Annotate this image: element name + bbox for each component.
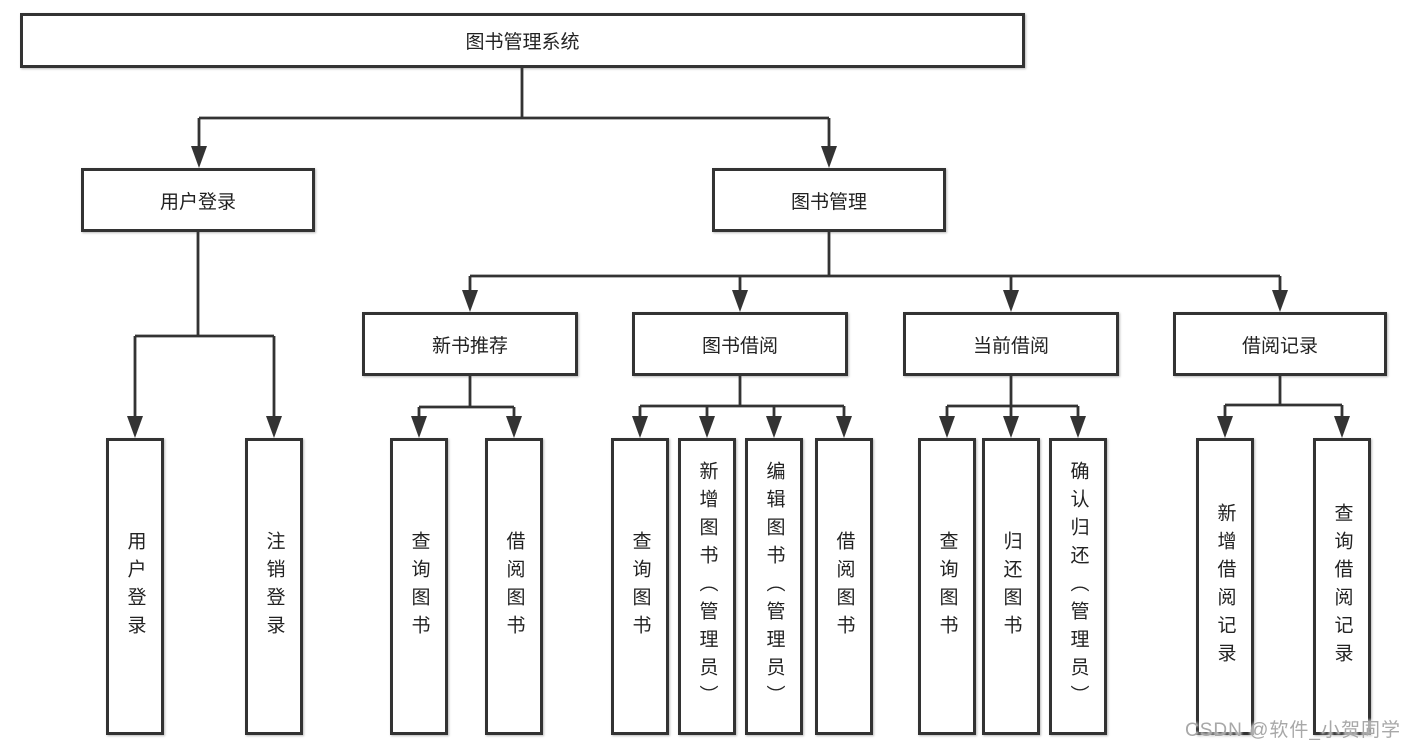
leaf-label: 借阅图书: [833, 530, 855, 643]
node-library-management-system: 图书管理系统: [20, 13, 1025, 68]
node-new-book-recommend: 新书推荐: [362, 312, 578, 376]
leaf-query-books-borrow: 查询图书: [611, 438, 669, 735]
node-label: 图书借阅: [701, 335, 778, 357]
leaf-user-login: 用户登录: [106, 438, 164, 735]
arrowheads: [127, 146, 1350, 438]
leaf-label: 注销登录: [263, 530, 285, 643]
leaf-label: 编辑图书（管理员）: [763, 460, 785, 713]
leaf-query-books-recommend: 查询图书: [390, 438, 448, 735]
node-user-login: 用户登录: [81, 168, 315, 232]
leaf-label: 借阅图书: [503, 530, 525, 643]
leaf-label: 查询借阅记录: [1331, 502, 1353, 671]
node-label: 当前借阅: [972, 335, 1049, 357]
leaf-label: 归还图书: [1000, 530, 1022, 643]
leaf-confirm-return-admin: 确认归还（管理员）: [1049, 438, 1107, 735]
leaf-query-books-current: 查询图书: [918, 438, 976, 735]
csdn-watermark: CSDN @软件_小贺同学: [1185, 720, 1401, 741]
node-label: 图书管理系统: [465, 32, 580, 53]
leaf-add-books-admin: 新增图书（管理员）: [678, 438, 736, 735]
node-borrowing-records: 借阅记录: [1173, 312, 1387, 376]
leaf-add-borrow-record: 新增借阅记录: [1196, 438, 1254, 735]
node-label: 用户登录: [159, 191, 236, 213]
leaf-borrow-books: 借阅图书: [815, 438, 873, 735]
node-label: 借阅记录: [1241, 335, 1318, 357]
leaf-return-books: 归还图书: [982, 438, 1040, 735]
leaf-borrow-books-recommend: 借阅图书: [485, 438, 543, 735]
leaf-query-borrow-record: 查询借阅记录: [1313, 438, 1371, 735]
leaf-label: 新增借阅记录: [1214, 502, 1236, 671]
leaf-logout: 注销登录: [245, 438, 303, 735]
leaf-label: 查询图书: [629, 530, 651, 643]
leaf-edit-books-admin: 编辑图书（管理员）: [745, 438, 803, 735]
leaf-label: 新增图书（管理员）: [696, 460, 718, 713]
node-label: 图书管理: [790, 191, 867, 213]
leaf-label: 用户登录: [124, 530, 146, 643]
node-book-management: 图书管理: [712, 168, 946, 232]
leaf-label: 查询图书: [408, 530, 430, 643]
node-label: 新书推荐: [431, 335, 508, 357]
leaf-label: 确认归还（管理员）: [1067, 460, 1089, 713]
leaf-label: 查询图书: [936, 530, 958, 643]
node-book-borrowing: 图书借阅: [632, 312, 848, 376]
node-current-borrowing: 当前借阅: [903, 312, 1119, 376]
